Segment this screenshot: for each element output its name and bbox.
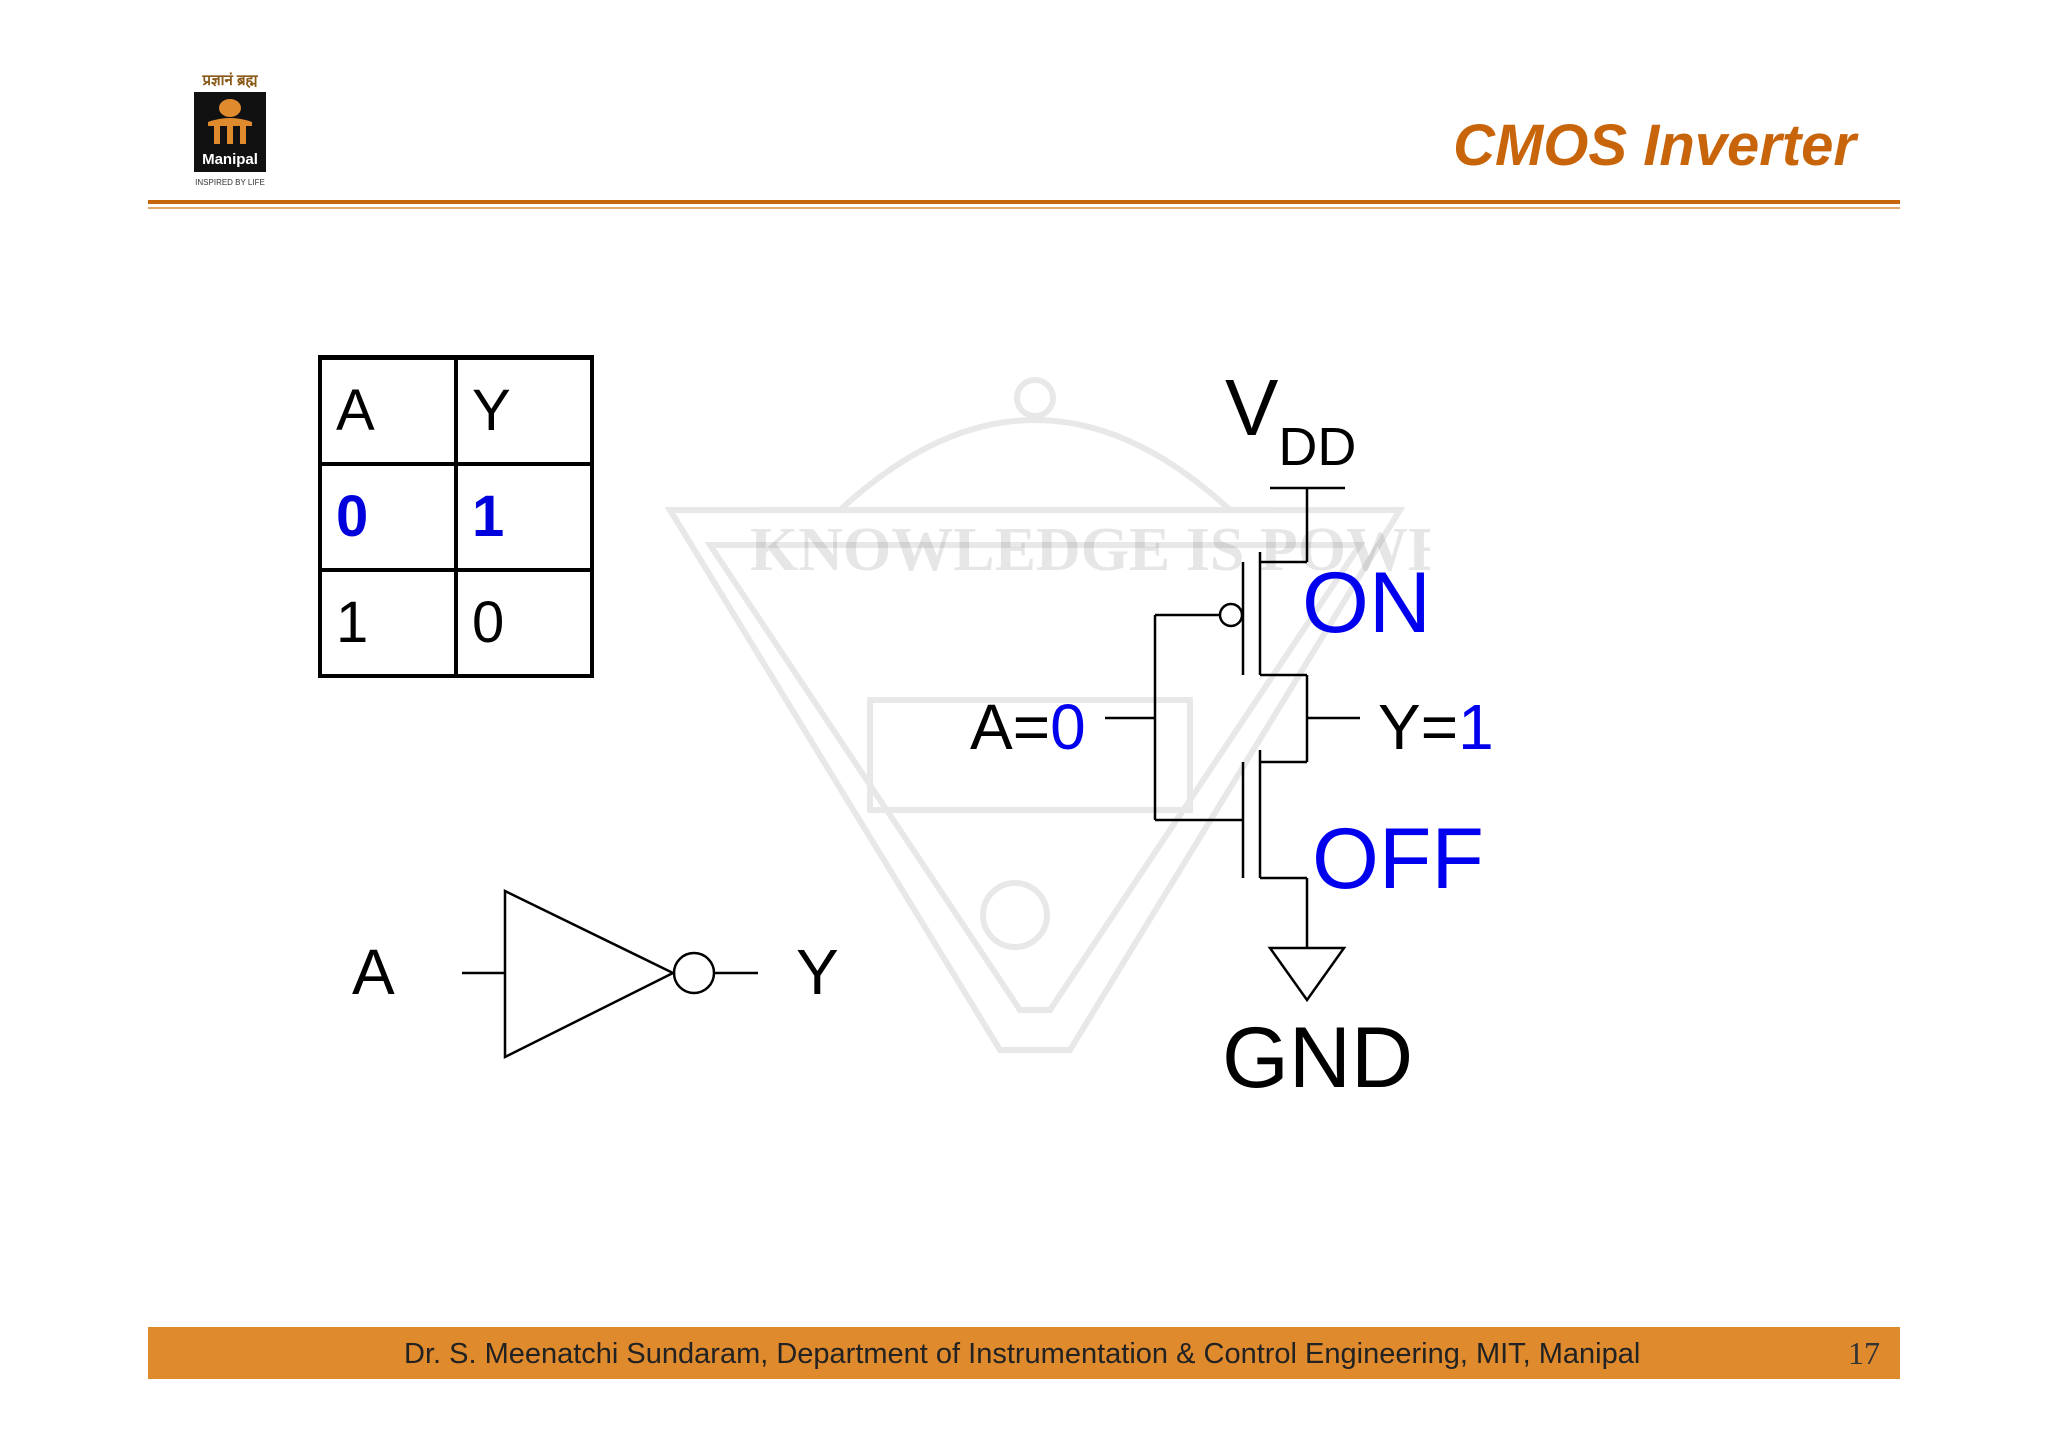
truth-table: A Y 0 1 1 0 [318,355,594,678]
pmos-state-label: ON [1302,555,1431,651]
not-gate-symbol [462,888,758,1060]
emblem-icon [208,99,252,144]
cell-a: 1 [318,567,458,678]
inversion-bubble-icon [672,951,716,995]
gate-output-label: Y [796,936,839,1008]
footer-bar: Dr. S. Meenatchi Sundaram, Department of… [148,1327,1900,1379]
header-y: Y [454,355,594,466]
watermark-seal: KNOWLEDGE IS POWER [664,377,1430,1053]
header-rule [148,200,1900,204]
output-name: Y= [1378,691,1459,763]
header-a: A [318,355,458,466]
input-label: A=0 [970,695,1086,759]
watermark-top-text: KNOWLEDGE IS POWER [750,516,1430,584]
output-value: 1 [1458,691,1494,763]
pmos-bubble-icon [1218,602,1244,628]
gate-input-label: A [352,936,395,1008]
slide-title: CMOS Inverter [1453,113,1856,178]
input-name: A= [970,691,1051,763]
output-label: Y=1 [1378,695,1494,759]
vdd-main: V [1225,363,1279,452]
gate-triangle [503,888,676,1060]
page-number: 17 [1848,1335,1880,1371]
truth-table-header: A Y [318,355,594,466]
ground-icon [1267,946,1347,1003]
vdd-label: VDD [1225,368,1357,477]
truth-table-row: 0 1 [318,461,594,572]
cell-a: 0 [318,461,458,572]
logo-name: Manipal [202,151,258,168]
cmos-schematic [1105,486,1360,1003]
logo-emblem: Manipal [194,92,266,172]
logo-motto: प्रज्ञानं ब्रह्म [202,72,258,89]
header-rule-thin [148,207,1900,209]
logo-tagline: INSPIRED BY LIFE [195,178,265,187]
cell-y: 0 [454,567,594,678]
gnd-label: GND [1222,1010,1414,1106]
input-value: 0 [1050,691,1086,763]
manipal-logo: प्रज्ञानं ब्रह्म Manipal INSPIRED BY LIF… [190,70,270,195]
nmos-state-label: OFF [1312,811,1484,907]
cell-y: 1 [454,461,594,572]
vdd-subscript: DD [1278,417,1357,477]
truth-table-row: 1 0 [318,567,594,678]
footer-credit: Dr. S. Meenatchi Sundaram, Department of… [404,1338,1641,1370]
